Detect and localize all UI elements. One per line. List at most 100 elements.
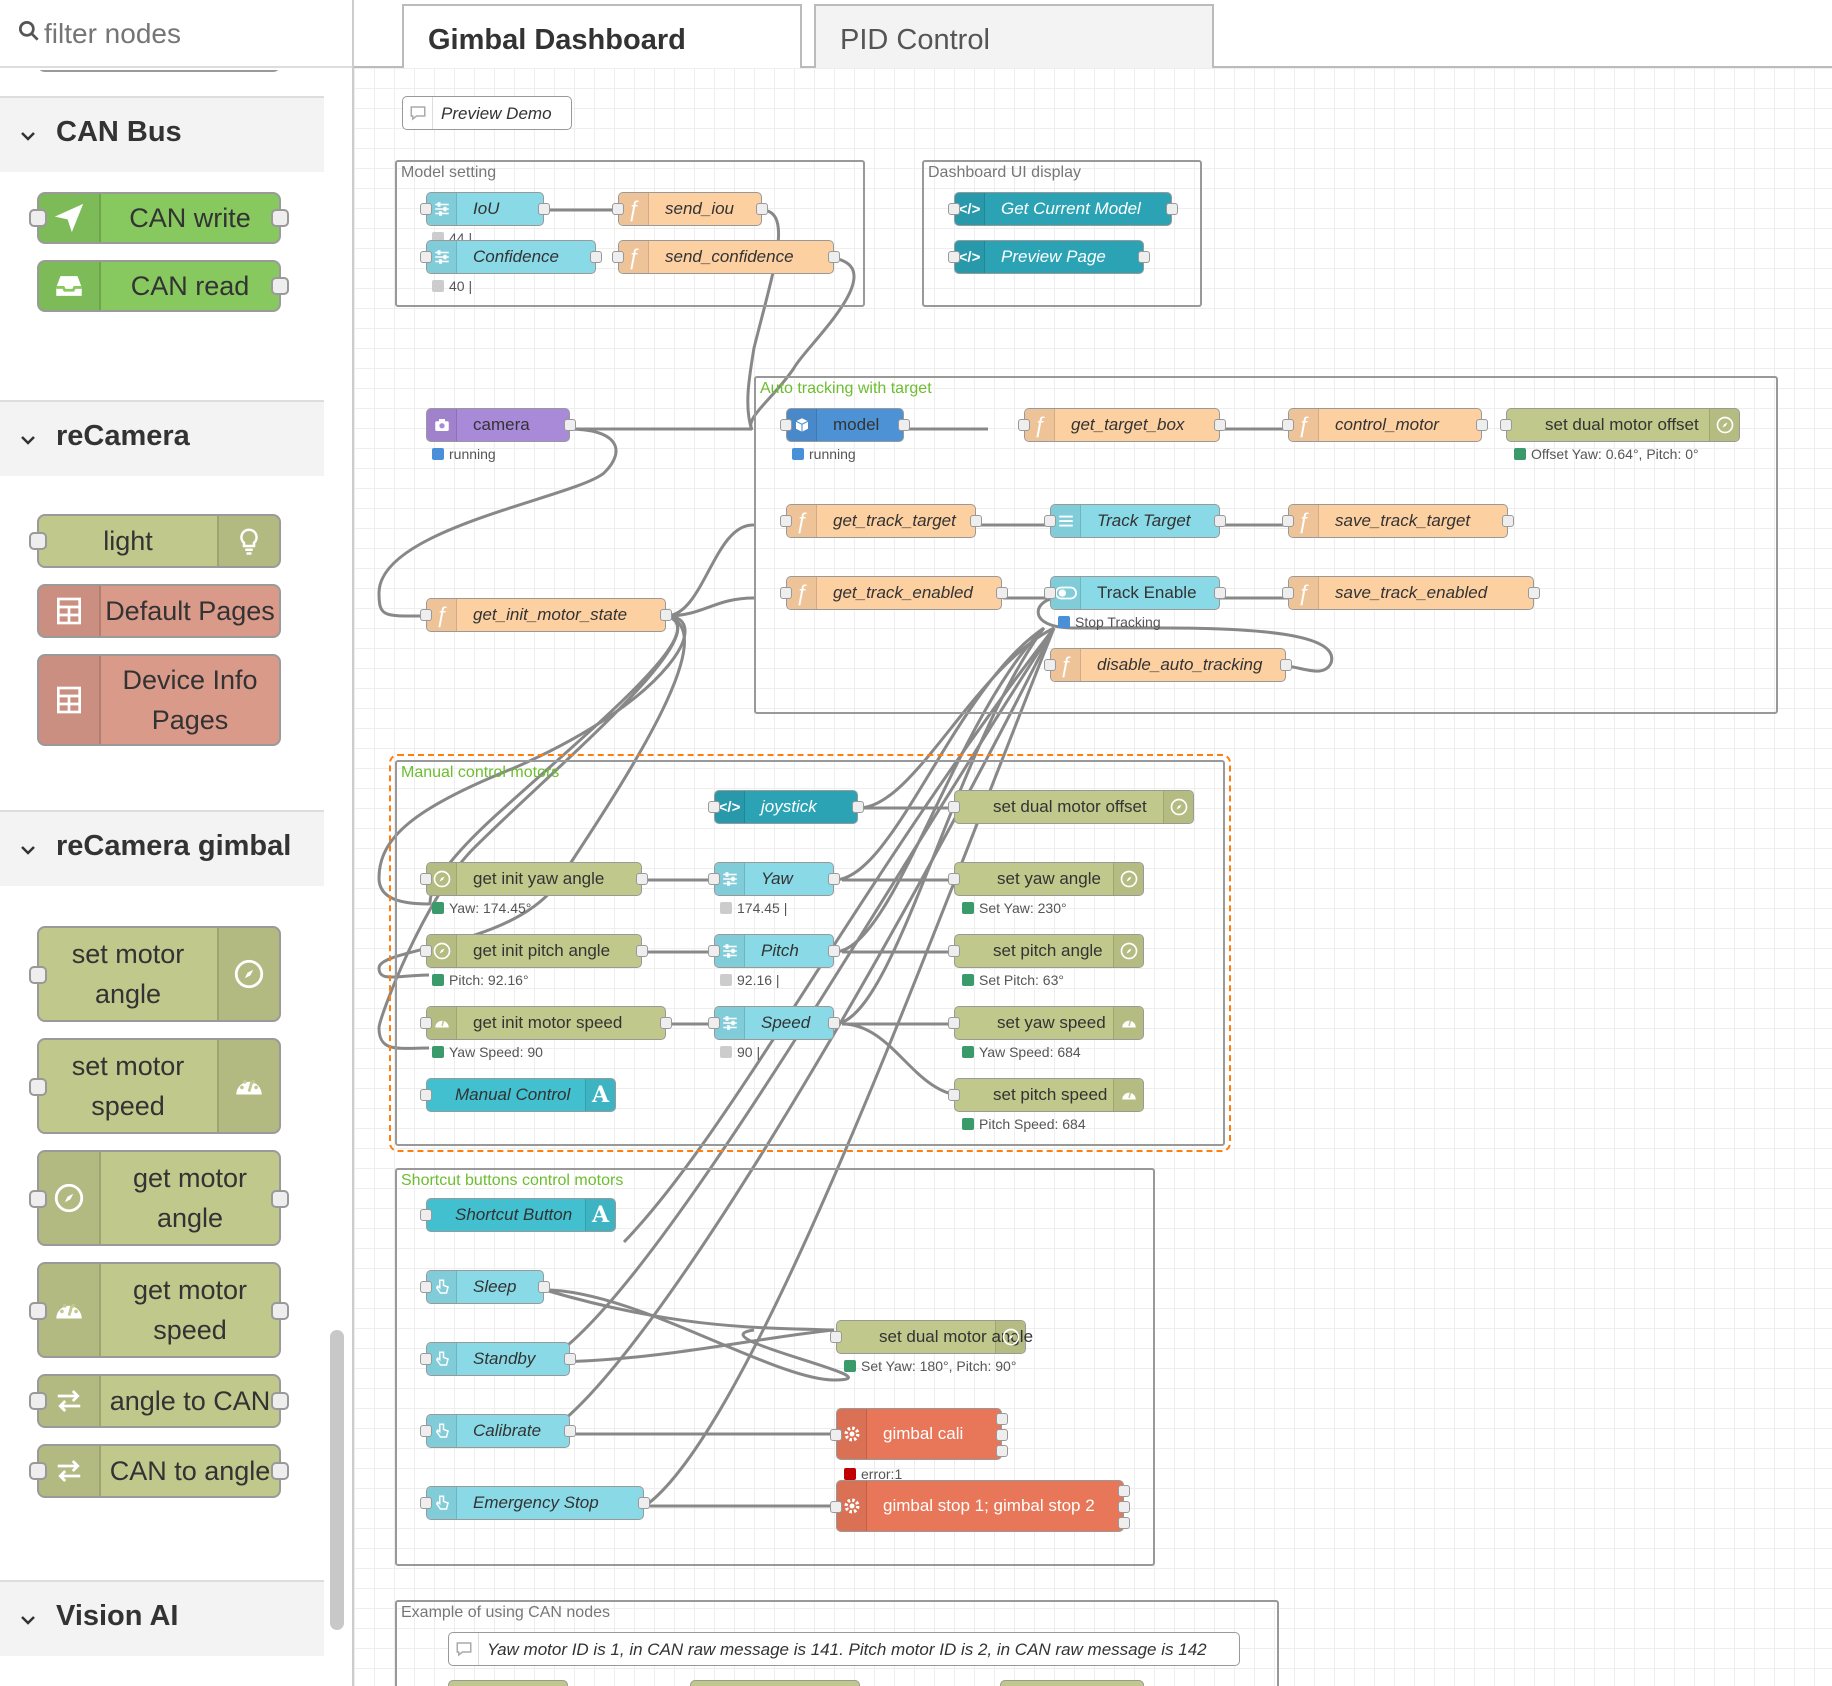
input-port[interactable] [1044, 659, 1056, 671]
node-save-track-target[interactable]: ƒ save_track_target [1282, 504, 1514, 538]
node-get-init-motor-state[interactable]: ƒ get_init_motor_state [420, 598, 672, 632]
node-get-init-pitch-angle[interactable]: get init pitch angle [420, 934, 648, 968]
output-port[interactable] [1138, 251, 1150, 263]
output-port[interactable] [756, 203, 768, 215]
input-port[interactable] [420, 1209, 432, 1221]
palette-node-can-to-angle[interactable]: CAN to angle [29, 1444, 289, 1498]
node-emergency-stop-button[interactable]: Emergency Stop [420, 1486, 650, 1520]
output-port[interactable] [828, 251, 840, 263]
output-port[interactable] [970, 515, 982, 527]
input-port[interactable] [708, 801, 720, 813]
output-port[interactable] [1476, 419, 1488, 431]
input-port[interactable] [29, 1392, 47, 1410]
group-can-example[interactable]: Example of using CAN nodes [395, 1600, 1279, 1686]
input-port[interactable] [830, 1429, 842, 1441]
input-port[interactable] [1282, 587, 1294, 599]
node-manual-control[interactable]: Manual Control A [420, 1078, 616, 1112]
input-port[interactable] [420, 1089, 432, 1101]
input-port[interactable] [1044, 515, 1056, 527]
output-port[interactable] [996, 1445, 1008, 1457]
input-port[interactable] [948, 1017, 960, 1029]
group-dashboard-ui[interactable]: Dashboard UI display [922, 160, 1202, 307]
input-port[interactable] [420, 203, 432, 215]
node-track-enable[interactable]: Track Enable [1044, 576, 1226, 610]
node-calibrate-button[interactable]: Calibrate [420, 1414, 576, 1448]
input-port[interactable] [948, 873, 960, 885]
node-shortcut-button[interactable]: Shortcut Button A [420, 1198, 616, 1232]
node-set-dual-motor-offset[interactable]: set dual motor offset [1500, 408, 1740, 442]
input-port[interactable] [29, 966, 47, 984]
input-port[interactable] [29, 1078, 47, 1096]
node-sleep-button[interactable]: Sleep [420, 1270, 550, 1304]
group-model-setting[interactable]: Model setting [395, 160, 865, 307]
input-port[interactable] [780, 587, 792, 599]
input-port[interactable] [708, 873, 720, 885]
input-port[interactable] [780, 419, 792, 431]
tab-pid-control[interactable]: PID Control [814, 4, 1214, 68]
palette-node-device-info-pages[interactable]: Device Info Pages [37, 654, 281, 746]
output-port[interactable] [828, 945, 840, 957]
output-port[interactable] [1118, 1517, 1130, 1529]
palette-node-can-write[interactable]: CAN write [29, 192, 289, 244]
node-partial[interactable] [448, 1680, 568, 1686]
node-get-init-motor-speed[interactable]: get init motor speed [420, 1006, 672, 1040]
input-port[interactable] [420, 1281, 432, 1293]
node-send-confidence[interactable]: ƒ send_confidence [612, 240, 840, 274]
node-get-init-yaw-angle[interactable]: get init yaw angle [420, 862, 648, 896]
output-port[interactable] [828, 873, 840, 885]
output-port[interactable] [271, 209, 289, 227]
input-port[interactable] [948, 945, 960, 957]
output-port[interactable] [1214, 587, 1226, 599]
palette-scrollbar[interactable] [330, 1330, 344, 1630]
node-gimbal-stop[interactable]: gimbal stop 1; gimbal stop 2 [830, 1480, 1130, 1532]
output-port[interactable] [1166, 203, 1178, 215]
node-get-track-enabled[interactable]: ƒ get_track_enabled [780, 576, 1008, 610]
input-port[interactable] [1044, 587, 1056, 599]
input-port[interactable] [29, 209, 47, 227]
output-port[interactable] [271, 1302, 289, 1320]
node-model[interactable]: model [780, 408, 910, 442]
category-recamera-gimbal[interactable]: reCamera gimbal [0, 810, 324, 886]
filter-input[interactable] [44, 12, 334, 56]
palette-node-can-read[interactable]: CAN read [37, 260, 289, 312]
node-set-yaw-speed[interactable]: set yaw speed [948, 1006, 1144, 1040]
input-port[interactable] [830, 1331, 842, 1343]
node-control-motor[interactable]: ƒ control_motor [1282, 408, 1488, 442]
palette-list[interactable]: CAN Bus CAN write CAN read reCamera ligh… [0, 70, 324, 1686]
node-standby-button[interactable]: Standby [420, 1342, 576, 1376]
output-port[interactable] [538, 1281, 550, 1293]
input-port[interactable] [612, 203, 624, 215]
node-get-current-model[interactable]: </> Get Current Model [948, 192, 1178, 226]
node-get-target-box[interactable]: ƒ get_target_box [1018, 408, 1226, 442]
input-port[interactable] [420, 609, 432, 621]
group-manual-control[interactable]: Manual control motors [389, 754, 1231, 1152]
output-port[interactable] [828, 1017, 840, 1029]
output-port[interactable] [1528, 587, 1540, 599]
input-port[interactable] [29, 1302, 47, 1320]
output-port[interactable] [564, 1353, 576, 1365]
input-port[interactable] [1500, 419, 1512, 431]
output-port[interactable] [636, 945, 648, 957]
output-port[interactable] [1502, 515, 1514, 527]
output-port[interactable] [271, 277, 289, 295]
output-port[interactable] [271, 1190, 289, 1208]
input-port[interactable] [29, 1462, 47, 1480]
output-port[interactable] [996, 587, 1008, 599]
output-port[interactable] [564, 1425, 576, 1437]
output-port[interactable] [638, 1497, 650, 1509]
output-port[interactable] [538, 203, 550, 215]
input-port[interactable] [948, 251, 960, 263]
input-port[interactable] [420, 945, 432, 957]
output-port[interactable] [271, 1392, 289, 1410]
output-port[interactable] [636, 873, 648, 885]
output-port[interactable] [660, 609, 672, 621]
output-port[interactable] [996, 1413, 1008, 1425]
output-port[interactable] [898, 419, 910, 431]
node-gimbal-cali[interactable]: gimbal cali [830, 1408, 1008, 1460]
comment-preview-demo[interactable]: Preview Demo [402, 96, 572, 130]
category-vision-ai[interactable]: Vision AI [0, 1580, 324, 1656]
input-port[interactable] [1282, 515, 1294, 527]
input-port[interactable] [830, 1501, 842, 1513]
palette-node-default-pages[interactable]: Default Pages [37, 584, 281, 638]
input-port[interactable] [420, 251, 432, 263]
